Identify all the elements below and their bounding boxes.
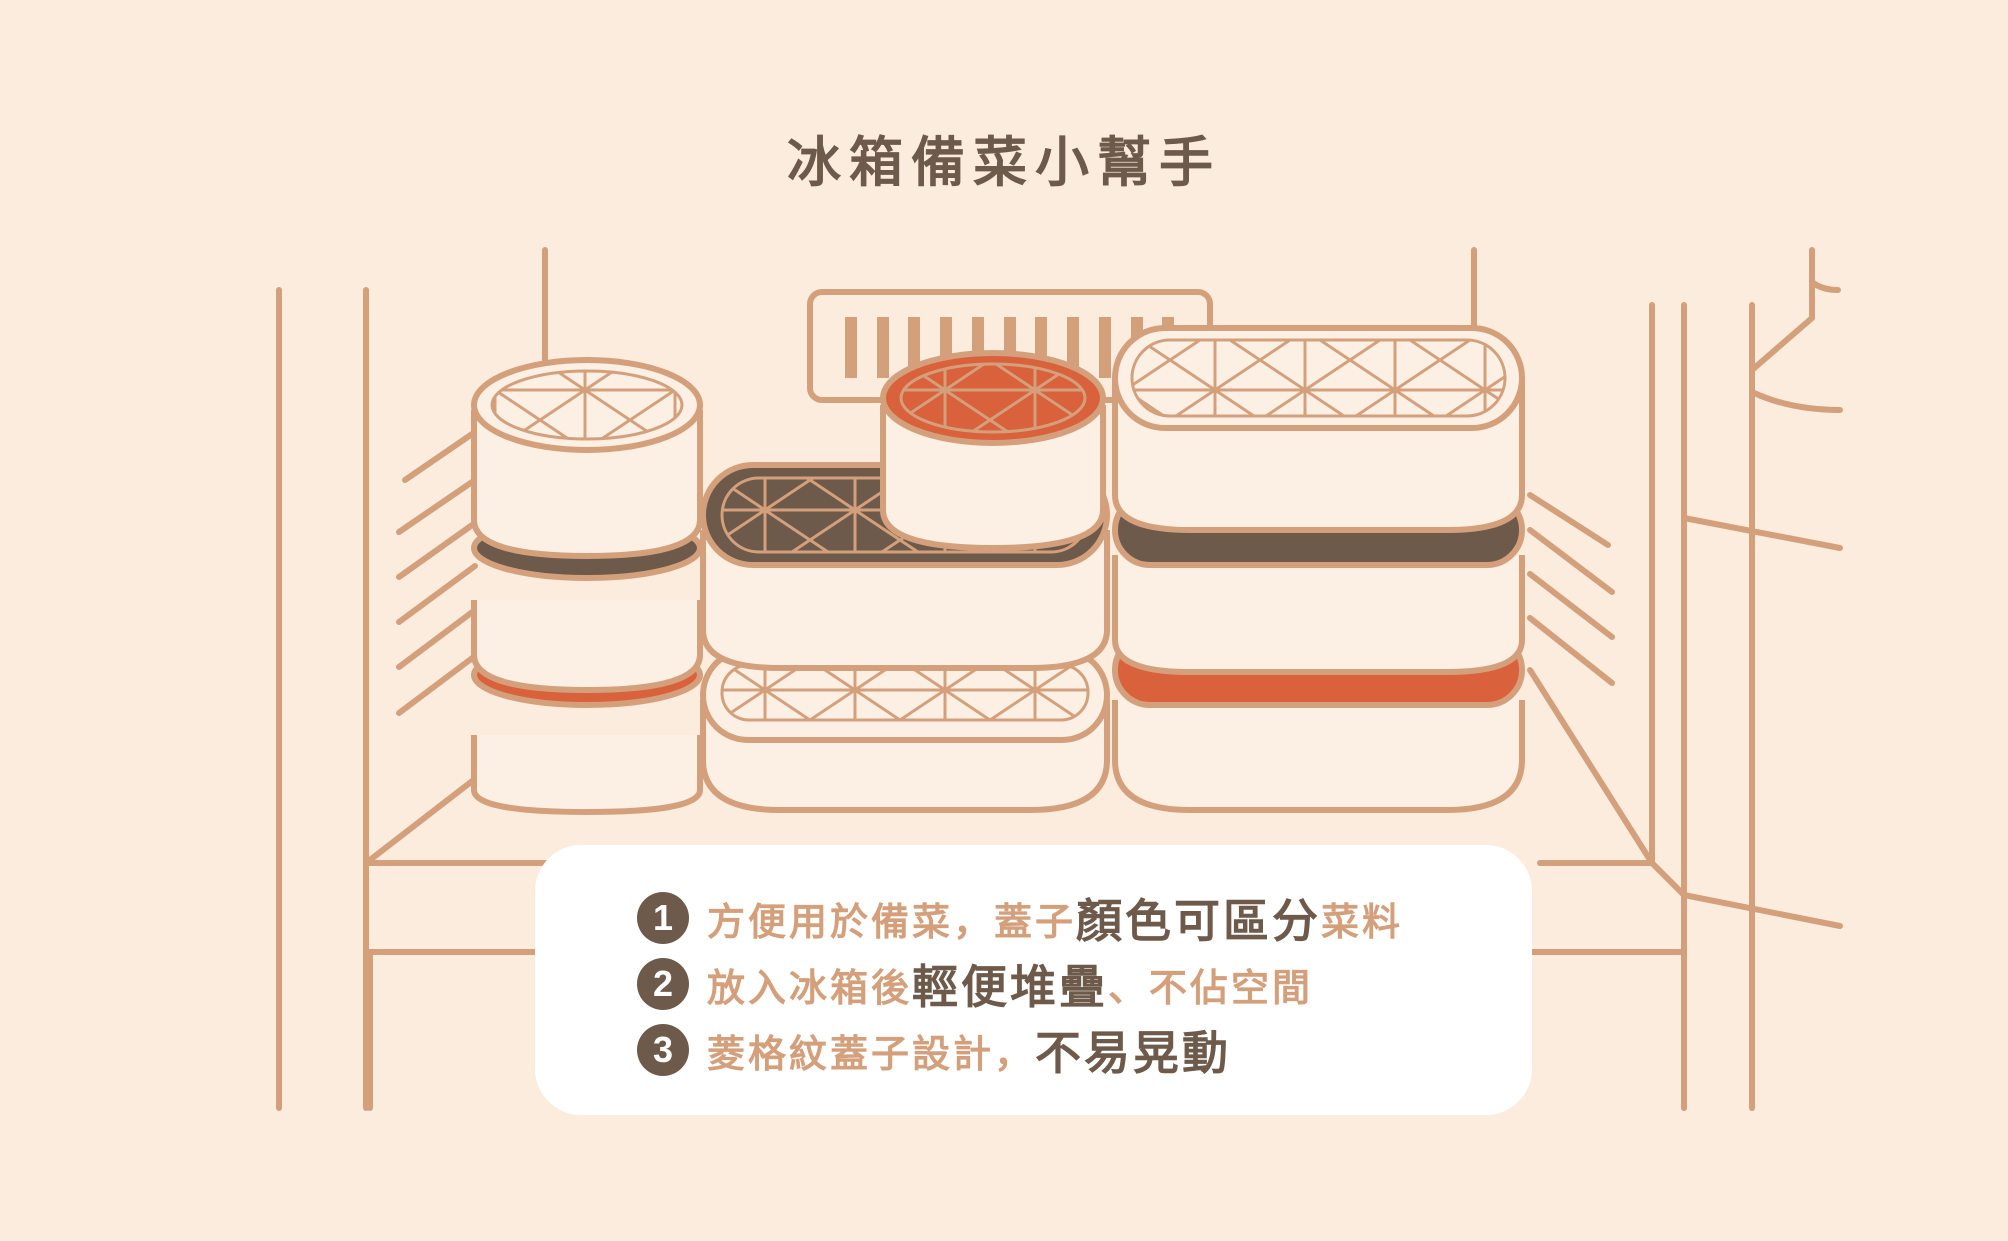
feature-text: 放入冰箱後 xyxy=(707,965,913,1010)
feature-highlight: 輕便堆疊 xyxy=(912,960,1109,1014)
page-title: 冰箱備菜小幫手 xyxy=(787,131,1221,194)
left-container-stack xyxy=(471,357,703,816)
feature-highlight: 不易晃動 xyxy=(1035,1026,1232,1080)
feature-row-1: 1 方便用於備菜，蓋子 顏色可區分 菜料 xyxy=(637,885,1403,951)
feature-row-2: 2 放入冰箱後 輕便堆疊 、不佔空間 xyxy=(637,951,1313,1017)
feature-text: 方便用於備菜，蓋子 xyxy=(707,899,1077,944)
number-badge-3: 3 xyxy=(637,1024,689,1076)
feature-info-box: 1 方便用於備菜，蓋子 顏色可區分 菜料 2 放入冰箱後 輕便堆疊 、不佔空間 … xyxy=(535,845,1532,1115)
feature-text: 菜料 xyxy=(1321,899,1404,944)
middle-container-stack xyxy=(700,350,1110,813)
feature-row-3: 3 菱格紋蓋子設計， 不易晃動 xyxy=(637,1017,1231,1083)
feature-text: 菱格紋蓋子設計， xyxy=(707,1031,1036,1076)
right-container-stack xyxy=(1112,325,1525,813)
feature-text: 、不佔空間 xyxy=(1108,965,1314,1010)
number-badge-1: 1 xyxy=(637,892,689,944)
number-badge-2: 2 xyxy=(637,958,689,1010)
feature-highlight: 顏色可區分 xyxy=(1076,894,1322,948)
